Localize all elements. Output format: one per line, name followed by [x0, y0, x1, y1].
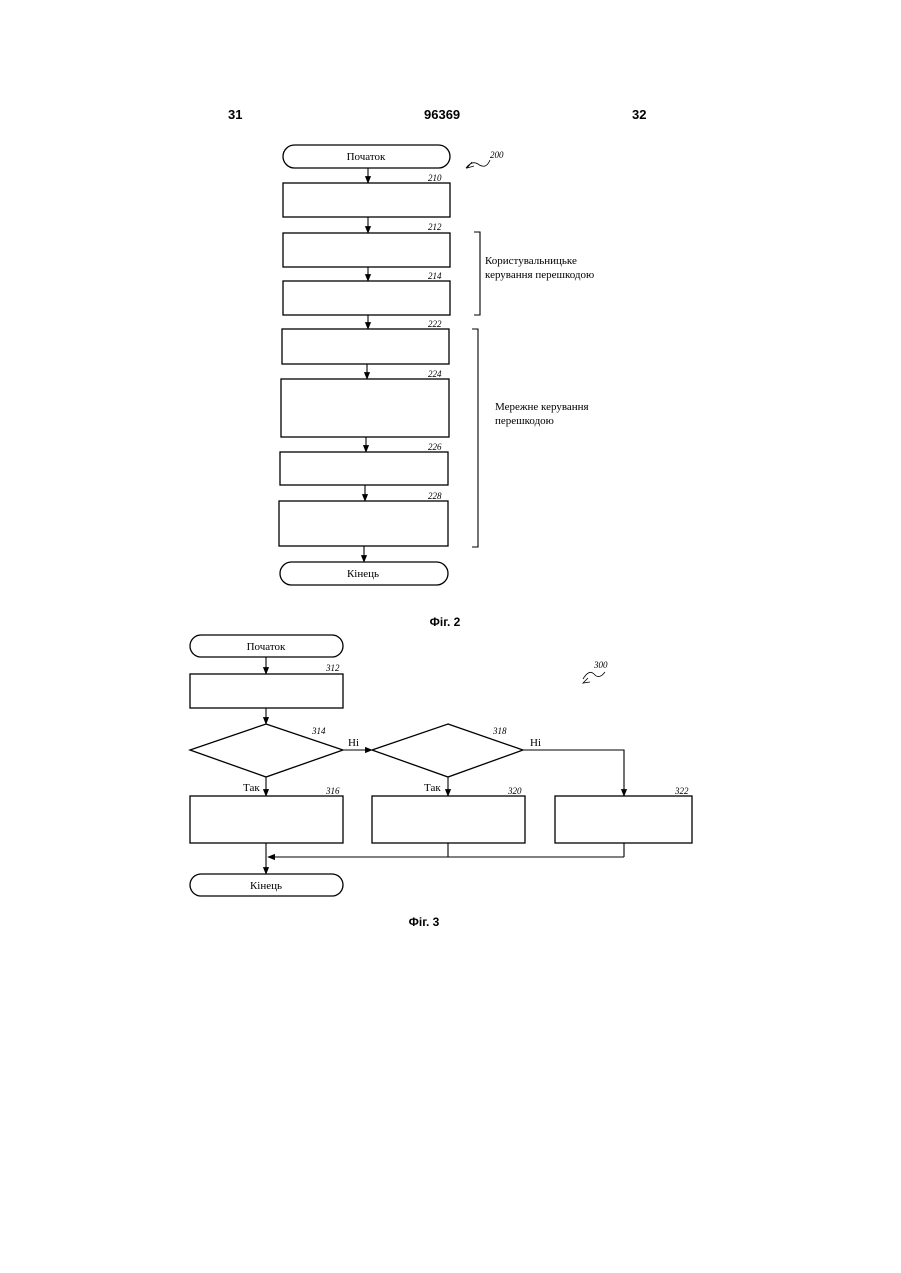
fig2-end-label: Кінець [347, 568, 379, 580]
fig2-step-ref: 214 [428, 271, 442, 281]
fig2-step-ref: 212 [428, 222, 442, 232]
fig3-step-ref: 314 [311, 726, 326, 736]
patent-number: 96369 [424, 107, 460, 122]
page-number-right: 32 [632, 107, 646, 122]
fig2-ref-leader [466, 160, 490, 168]
fig2-step-ref: 228 [428, 491, 442, 501]
fig3-start-label: Початок [247, 641, 286, 653]
fig2-step-ref: 222 [428, 319, 442, 329]
fig3-step-322 [555, 796, 692, 843]
fig2-step-228 [279, 501, 448, 546]
fig3-step-ref: 320 [507, 786, 522, 796]
fig3-ref-arrowhead [583, 678, 590, 683]
fig2-network-group-label-line2: перешкодою [495, 415, 554, 427]
fig3-ref-leader [583, 672, 605, 679]
fig2-ref: 200 [490, 150, 504, 160]
fig3-step-316 [190, 796, 343, 843]
fig2-network-group-bracket [472, 329, 478, 547]
fig3-step-320 [372, 796, 525, 843]
fig3-step-ref: 322 [674, 786, 689, 796]
fig3-no-arrow [523, 750, 624, 796]
fig2-step-224 [281, 379, 449, 437]
fig2-step-210 [283, 183, 450, 217]
fig2-step-ref: 210 [428, 173, 442, 183]
fig3-step-ref: 312 [325, 663, 340, 673]
fig2-user-group-label-line1: Користувальницьке [485, 255, 577, 267]
fig3-caption: Фіг. 3 [409, 915, 440, 929]
fig3-step-312 [190, 674, 343, 708]
fig3-yes-label: Так [243, 782, 260, 794]
fig2-caption: Фіг. 2 [430, 615, 461, 629]
fig2-step-222 [282, 329, 449, 364]
fig2-network-group-label-line1: Мережне керування [495, 401, 589, 413]
fig3-end-label: Кінець [250, 880, 282, 892]
fig2-step-214 [283, 281, 450, 315]
fig2-step-ref: 224 [428, 369, 442, 379]
fig3-no-label: Ні [530, 737, 541, 749]
fig3-ref: 300 [593, 660, 608, 670]
fig2-flowchart: 200 Початок 210 212 214 222 224 226 228 [279, 145, 594, 629]
fig2-user-group-label-line2: керування перешкодою [485, 269, 594, 281]
fig3-yes-label: Так [424, 782, 441, 794]
fig3-no-label: Ні [348, 737, 359, 749]
fig3-step-ref: 316 [325, 786, 340, 796]
fig2-user-group-bracket [474, 232, 480, 315]
page-number-left: 31 [228, 107, 242, 122]
fig2-start-label: Початок [347, 151, 386, 163]
fig2-step-226 [280, 452, 448, 485]
fig2-step-ref: 226 [428, 442, 442, 452]
fig3-flowchart: 300 Початок 312 314 Ні Так 316 318 Ні Та… [190, 635, 692, 929]
fig3-step-ref: 318 [492, 726, 507, 736]
fig2-step-212 [283, 233, 450, 267]
